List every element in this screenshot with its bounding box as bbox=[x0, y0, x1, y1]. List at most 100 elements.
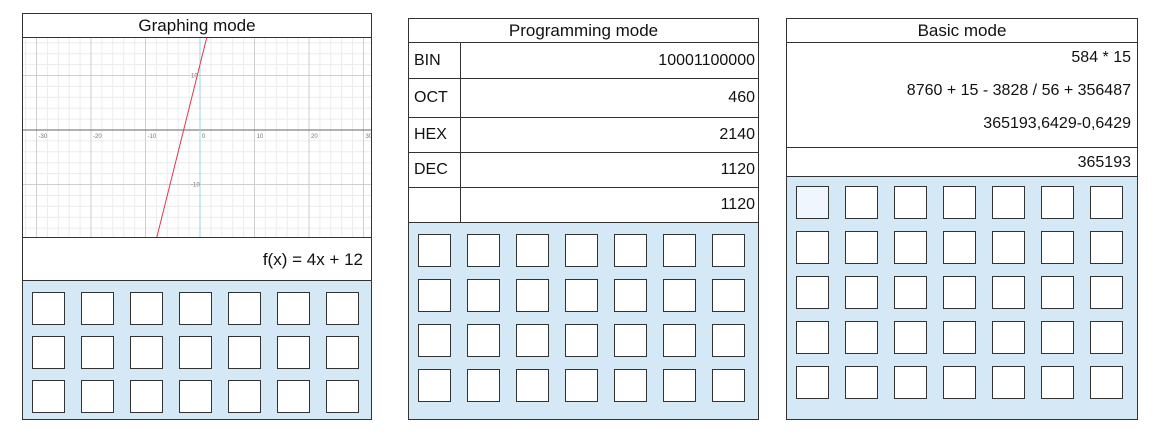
keypad-key[interactable] bbox=[992, 276, 1025, 309]
keypad-key[interactable] bbox=[277, 336, 310, 369]
keypad-key[interactable] bbox=[130, 380, 163, 413]
keypad-key[interactable] bbox=[130, 336, 163, 369]
keypad-key[interactable] bbox=[992, 186, 1025, 219]
keypad-key[interactable] bbox=[32, 380, 65, 413]
history-line: 584 * 15 bbox=[1071, 49, 1131, 66]
keypad-key[interactable] bbox=[228, 336, 261, 369]
keypad-key[interactable] bbox=[467, 369, 500, 402]
keypad-key[interactable] bbox=[712, 234, 745, 267]
keypad-key[interactable] bbox=[663, 369, 696, 402]
keypad-key[interactable] bbox=[467, 234, 500, 267]
keypad-key[interactable] bbox=[712, 279, 745, 312]
keypad-key[interactable] bbox=[894, 231, 927, 264]
result-display[interactable]: 365193 bbox=[787, 147, 1137, 180]
keypad-key[interactable] bbox=[418, 369, 451, 402]
keypad-key[interactable] bbox=[179, 292, 212, 325]
keypad-key[interactable] bbox=[943, 276, 976, 309]
keypad-key[interactable] bbox=[81, 380, 114, 413]
keypad-key[interactable] bbox=[1090, 321, 1123, 354]
graph-plot[interactable]: -30-20-10010203010-10 bbox=[23, 38, 371, 237]
y-tick-label: 10 bbox=[191, 74, 198, 80]
keypad-key[interactable] bbox=[1090, 366, 1123, 399]
keypad-key[interactable] bbox=[845, 186, 878, 219]
keypad-key[interactable] bbox=[796, 186, 829, 219]
keypad-key[interactable] bbox=[326, 336, 359, 369]
keypad-key[interactable] bbox=[179, 380, 212, 413]
keypad-key[interactable] bbox=[228, 292, 261, 325]
keypad-key[interactable] bbox=[894, 186, 927, 219]
keypad-key[interactable] bbox=[565, 369, 598, 402]
keypad-key[interactable] bbox=[418, 234, 451, 267]
keypad-key[interactable] bbox=[418, 324, 451, 357]
keypad-key[interactable] bbox=[326, 292, 359, 325]
keypad-key[interactable] bbox=[516, 234, 549, 267]
keypad-key[interactable] bbox=[796, 366, 829, 399]
keypad-key[interactable] bbox=[1090, 231, 1123, 264]
keypad-key[interactable] bbox=[277, 292, 310, 325]
keypad-key[interactable] bbox=[992, 366, 1025, 399]
keypad-key[interactable] bbox=[81, 336, 114, 369]
keypad-key[interactable] bbox=[516, 369, 549, 402]
keypad-key[interactable] bbox=[796, 231, 829, 264]
keypad-key[interactable] bbox=[663, 234, 696, 267]
basic-mode-title: Basic mode bbox=[787, 19, 1137, 43]
x-tick-label: 0 bbox=[202, 134, 206, 140]
keypad-key[interactable] bbox=[418, 279, 451, 312]
base-value[interactable]: 10001100000 bbox=[658, 51, 755, 69]
keypad-key[interactable] bbox=[1090, 186, 1123, 219]
keypad-key[interactable] bbox=[565, 234, 598, 267]
keypad-key[interactable] bbox=[467, 324, 500, 357]
keypad-key[interactable] bbox=[1090, 276, 1123, 309]
keypad-key[interactable] bbox=[614, 234, 647, 267]
keypad-key[interactable] bbox=[663, 324, 696, 357]
keypad-key[interactable] bbox=[845, 276, 878, 309]
base-value[interactable]: 1120 bbox=[720, 196, 755, 213]
keypad-key[interactable] bbox=[845, 321, 878, 354]
keypad-key[interactable] bbox=[565, 324, 598, 357]
keypad-key[interactable] bbox=[712, 369, 745, 402]
x-tick-label: 20 bbox=[311, 134, 318, 140]
keypad-key[interactable] bbox=[663, 279, 696, 312]
keypad-key[interactable] bbox=[845, 231, 878, 264]
keypad-key[interactable] bbox=[943, 186, 976, 219]
keypad-key[interactable] bbox=[992, 321, 1025, 354]
keypad-key[interactable] bbox=[1041, 276, 1074, 309]
keypad-key[interactable] bbox=[1041, 186, 1074, 219]
keypad-key[interactable] bbox=[943, 366, 976, 399]
keypad-key[interactable] bbox=[1041, 366, 1074, 399]
keypad-key[interactable] bbox=[943, 321, 976, 354]
keypad-key[interactable] bbox=[992, 231, 1025, 264]
keypad-key[interactable] bbox=[277, 380, 310, 413]
keypad-key[interactable] bbox=[894, 366, 927, 399]
graphing-mode-title: Graphing mode bbox=[23, 14, 371, 38]
keypad-key[interactable] bbox=[894, 276, 927, 309]
keypad-key[interactable] bbox=[81, 292, 114, 325]
keypad-key[interactable] bbox=[845, 366, 878, 399]
keypad-key[interactable] bbox=[614, 324, 647, 357]
base-value[interactable]: 1120 bbox=[720, 161, 755, 178]
keypad-key[interactable] bbox=[32, 292, 65, 325]
keypad-key[interactable] bbox=[565, 279, 598, 312]
keypad-key[interactable] bbox=[614, 279, 647, 312]
keypad-key[interactable] bbox=[1041, 231, 1074, 264]
function-line bbox=[156, 38, 208, 237]
keypad-key[interactable] bbox=[228, 380, 261, 413]
keypad-key[interactable] bbox=[614, 369, 647, 402]
keypad-key[interactable] bbox=[712, 324, 745, 357]
keypad-key[interactable] bbox=[516, 279, 549, 312]
keypad-key[interactable] bbox=[467, 279, 500, 312]
base-value[interactable]: 2140 bbox=[719, 126, 755, 143]
keypad-key[interactable] bbox=[943, 231, 976, 264]
keypad-key[interactable] bbox=[516, 324, 549, 357]
keypad-key[interactable] bbox=[130, 292, 163, 325]
keypad-key[interactable] bbox=[796, 321, 829, 354]
keypad-key[interactable] bbox=[32, 336, 65, 369]
keypad-key[interactable] bbox=[894, 321, 927, 354]
keypad-key[interactable] bbox=[796, 276, 829, 309]
function-display[interactable]: f(x) = 4x + 12 bbox=[23, 237, 371, 282]
keypad-key[interactable] bbox=[179, 336, 212, 369]
keypad-key[interactable] bbox=[1041, 321, 1074, 354]
base-label: DEC bbox=[409, 153, 461, 187]
keypad-key[interactable] bbox=[326, 380, 359, 413]
base-value[interactable]: 460 bbox=[728, 89, 755, 106]
